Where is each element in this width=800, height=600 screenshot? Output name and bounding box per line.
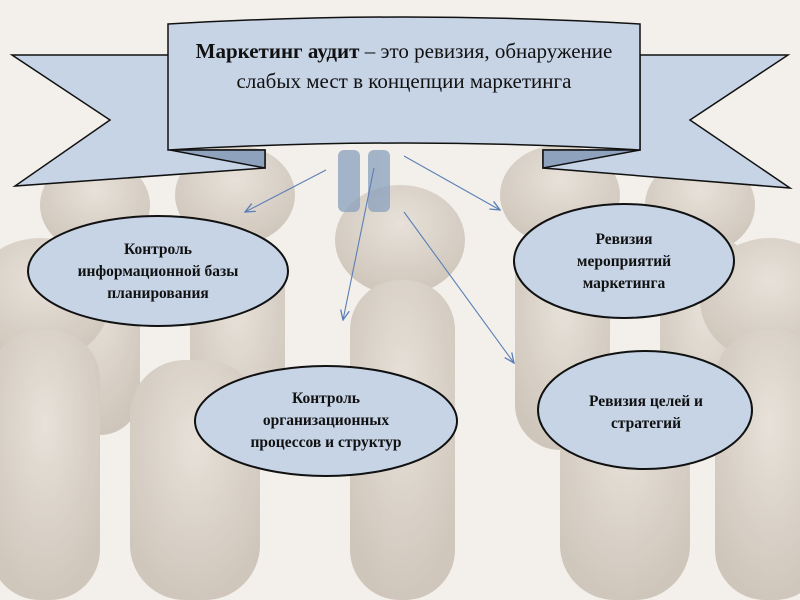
node-goals-strategies: Ревизия целей и стратегий <box>568 388 724 438</box>
node-marketing-events-label: Ревизия мероприятий маркетинга <box>576 231 672 292</box>
node-info-base: Контроль информационной базы планировани… <box>68 226 248 318</box>
node-org-processes: Контроль организационных процессов и стр… <box>236 374 416 468</box>
node-marketing-events-shape <box>513 203 735 319</box>
node-info-base-label: Контроль информационной базы планировани… <box>77 241 239 302</box>
title-rest: – это ревизия, обнаружение слабых мест в… <box>236 39 613 93</box>
node-info-base-shape <box>27 215 289 327</box>
node-marketing-events: Ревизия мероприятий маркетинга <box>550 226 698 298</box>
arrow-to-info-base <box>245 169 327 212</box>
node-org-processes-shape <box>194 365 458 477</box>
title-bold: Маркетинг аудит <box>195 39 360 63</box>
title-text: Маркетинг аудит – это ревизия, обнаружен… <box>170 36 638 96</box>
node-org-processes-label: Контроль организационных процессов и стр… <box>250 390 402 451</box>
title-banner <box>9 16 793 189</box>
node-goals-strategies-label: Ревизия целей и стратегий <box>589 393 703 432</box>
node-goals-shape <box>537 350 753 470</box>
arrow-to-goals <box>403 211 514 363</box>
arrow-to-marketing-events <box>403 155 500 210</box>
arrow-to-org-processes <box>343 167 375 320</box>
